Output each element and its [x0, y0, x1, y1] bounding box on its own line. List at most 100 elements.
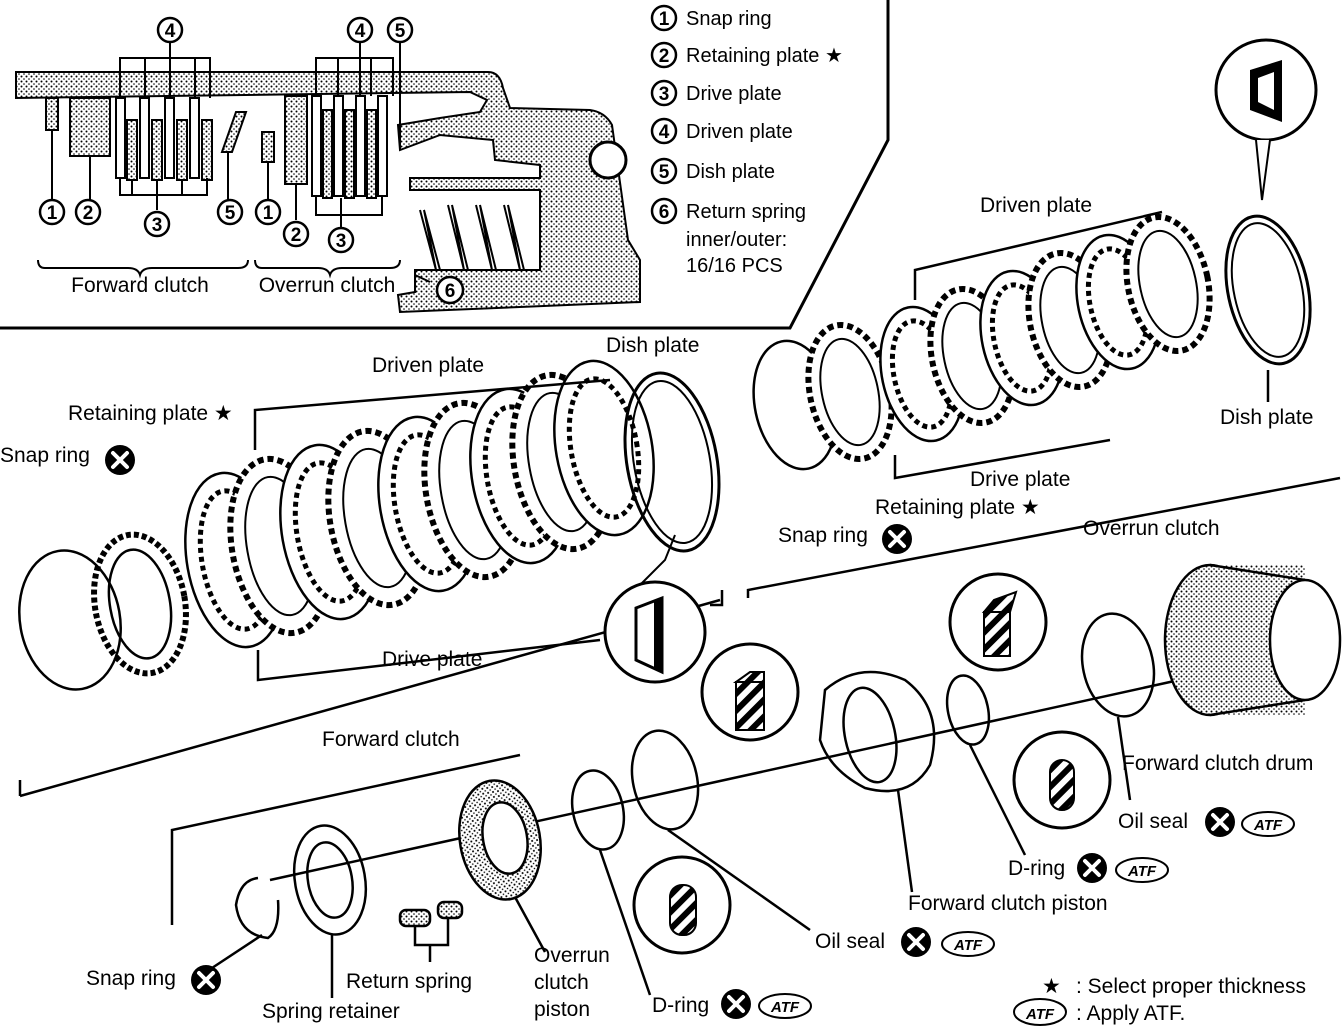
part-labels: Snap ring Retaining plate ★ Driven plate…: [0, 194, 1313, 1023]
retaining-plate-2: [69, 97, 111, 157]
legend-item: Driven plate: [686, 121, 793, 143]
legend-number-circle: [650, 157, 678, 185]
inset-border: [0, 0, 890, 330]
legend-number: 3: [659, 84, 670, 105]
inset-num-4: 4: [165, 21, 176, 42]
svg-text:ATF: ATF: [770, 999, 800, 1016]
forward-clutch-piston-part: [818, 670, 936, 793]
label-forward-clutch-drum: Forward clutch drum: [1122, 752, 1313, 775]
spring-retainer-part: [292, 824, 368, 936]
legend-number: 4: [659, 122, 670, 143]
legend-number: 6: [659, 202, 670, 223]
legend-item: Drive plate: [686, 83, 782, 105]
inset-num-4b: 4: [355, 21, 366, 42]
inset-num-6: 6: [445, 281, 456, 302]
atf-badge: ATF: [1115, 857, 1169, 883]
label-retaining-plate-right: Retaining plate ★: [875, 496, 1040, 519]
atf-badge: ATF: [1241, 811, 1295, 837]
legend-number: 1: [659, 9, 670, 30]
do-not-reuse-icon: [882, 524, 912, 554]
inset-num-1b: 1: [263, 203, 274, 224]
inset-forward-clutch-label: Forward clutch: [71, 274, 209, 297]
label-overrun-piston-2: clutch: [534, 971, 589, 994]
star-footnote: : Select proper thickness: [1076, 975, 1306, 998]
inset-num-5b: 5: [395, 21, 406, 42]
inset-number-callouts: 1 2 3 4 5 1 2 3 4 5 6: [38, 16, 465, 305]
drum-section: [15, 71, 641, 314]
d-ring-bottom-part: [570, 769, 626, 851]
overrun-clutch-stack: [746, 210, 1341, 598]
do-not-reuse-icon: [191, 965, 221, 995]
return-spring-part: [398, 900, 464, 962]
svg-text:ATF: ATF: [1253, 817, 1283, 834]
label-snap-ring-right: Snap ring: [778, 524, 868, 547]
inset-return-springs: [419, 204, 525, 271]
label-forward-clutch-piston: Forward clutch piston: [908, 892, 1108, 915]
forward-clutch-stack: [18, 359, 724, 798]
do-not-reuse-icon: [105, 445, 135, 475]
legend-item: Snap ring: [686, 8, 772, 30]
inset-overrun-clutch-label: Overrun clutch: [259, 274, 396, 297]
legend-item: Retaining plate ★: [686, 45, 843, 67]
snap-ring-left-part: [18, 549, 122, 691]
label-oil-seal-right: Oil seal: [1118, 810, 1188, 833]
label-retaining-plate-left: Retaining plate ★: [68, 402, 233, 425]
label-drive-plate-right: Drive plate: [970, 468, 1070, 491]
dish-plate-detail: [603, 534, 707, 684]
dish-plate-left-part: [623, 371, 721, 553]
label-snap-ring-bottom: Snap ring: [86, 967, 176, 990]
star-symbol: ★: [1042, 975, 1061, 998]
legend-number: 5: [659, 162, 670, 183]
forward-clutch-drum-part: [1163, 563, 1342, 717]
do-not-reuse-icon: [901, 927, 931, 957]
retaining-plate-left-part: [91, 531, 189, 677]
dish-plate-detail-right: [1214, 38, 1318, 201]
label-dish-plate-left: Dish plate: [606, 334, 699, 357]
label-overrun-piston-3: piston: [534, 998, 590, 1021]
do-not-reuse-icon: [1077, 853, 1107, 883]
seal-detail-callouts: [632, 572, 1112, 955]
legend-item: Return spring: [686, 201, 806, 223]
svg-text:ATF: ATF: [953, 937, 983, 954]
legend-number-circle: [650, 41, 678, 69]
inset-num-3: 3: [152, 215, 163, 236]
label-d-ring-right: D-ring: [1008, 857, 1065, 880]
atf-badge-footnote: ATF: [1025, 1006, 1055, 1023]
inset-cross-section: 1 2 3 4 5 1 2 3 4 5 6 Forward clutch Ove…: [0, 0, 890, 330]
legend-number: 2: [659, 46, 670, 67]
inset-num-5: 5: [225, 203, 236, 224]
inset-num-1: 1: [47, 203, 58, 224]
legend-number-circle: [650, 4, 678, 32]
legend-number-circle: [650, 79, 678, 107]
legend-item: inner/outer:: [686, 229, 787, 251]
legend-number-circle: [650, 197, 678, 225]
footnotes: ★ : Select proper thickness ATF : Apply …: [1013, 975, 1306, 1026]
inset-num-2b: 2: [291, 225, 302, 246]
lower-assembly: [170, 563, 1342, 998]
label-driven-plate-left: Driven plate: [372, 354, 484, 377]
inset-num-2: 2: [83, 203, 94, 224]
service-markers: ATF ATF ATF ATF: [105, 445, 1295, 1019]
do-not-reuse-icon: [1205, 807, 1235, 837]
label-d-ring-bottom: D-ring: [652, 994, 709, 1017]
oil-seal-right-part: [1080, 612, 1156, 718]
label-driven-plate-right: Driven plate: [980, 194, 1092, 217]
do-not-reuse-icon: [721, 989, 751, 1019]
inset-num-3b: 3: [336, 231, 347, 252]
svg-text:ATF: ATF: [1127, 863, 1157, 880]
label-dish-plate-right: Dish plate: [1220, 406, 1313, 429]
atf-badge: ATF: [758, 993, 812, 1019]
legend-item: Dish plate: [686, 161, 775, 183]
label-snap-ring-left: Snap ring: [0, 444, 90, 467]
label-overrun-piston-1: Overrun: [534, 944, 610, 967]
atf-badge: ATF: [941, 931, 995, 957]
d-ring-right-part: [945, 674, 991, 746]
atf-footnote: : Apply ATF.: [1076, 1002, 1185, 1025]
label-forward-clutch: Forward clutch: [322, 728, 460, 751]
legend-number-circle: [650, 117, 678, 145]
oil-seal-center-part: [630, 729, 700, 831]
label-drive-plate-left: Drive plate: [382, 648, 482, 671]
snap-ring-bottom-part: [234, 876, 280, 940]
label-overrun-clutch: Overrun clutch: [1083, 517, 1220, 540]
